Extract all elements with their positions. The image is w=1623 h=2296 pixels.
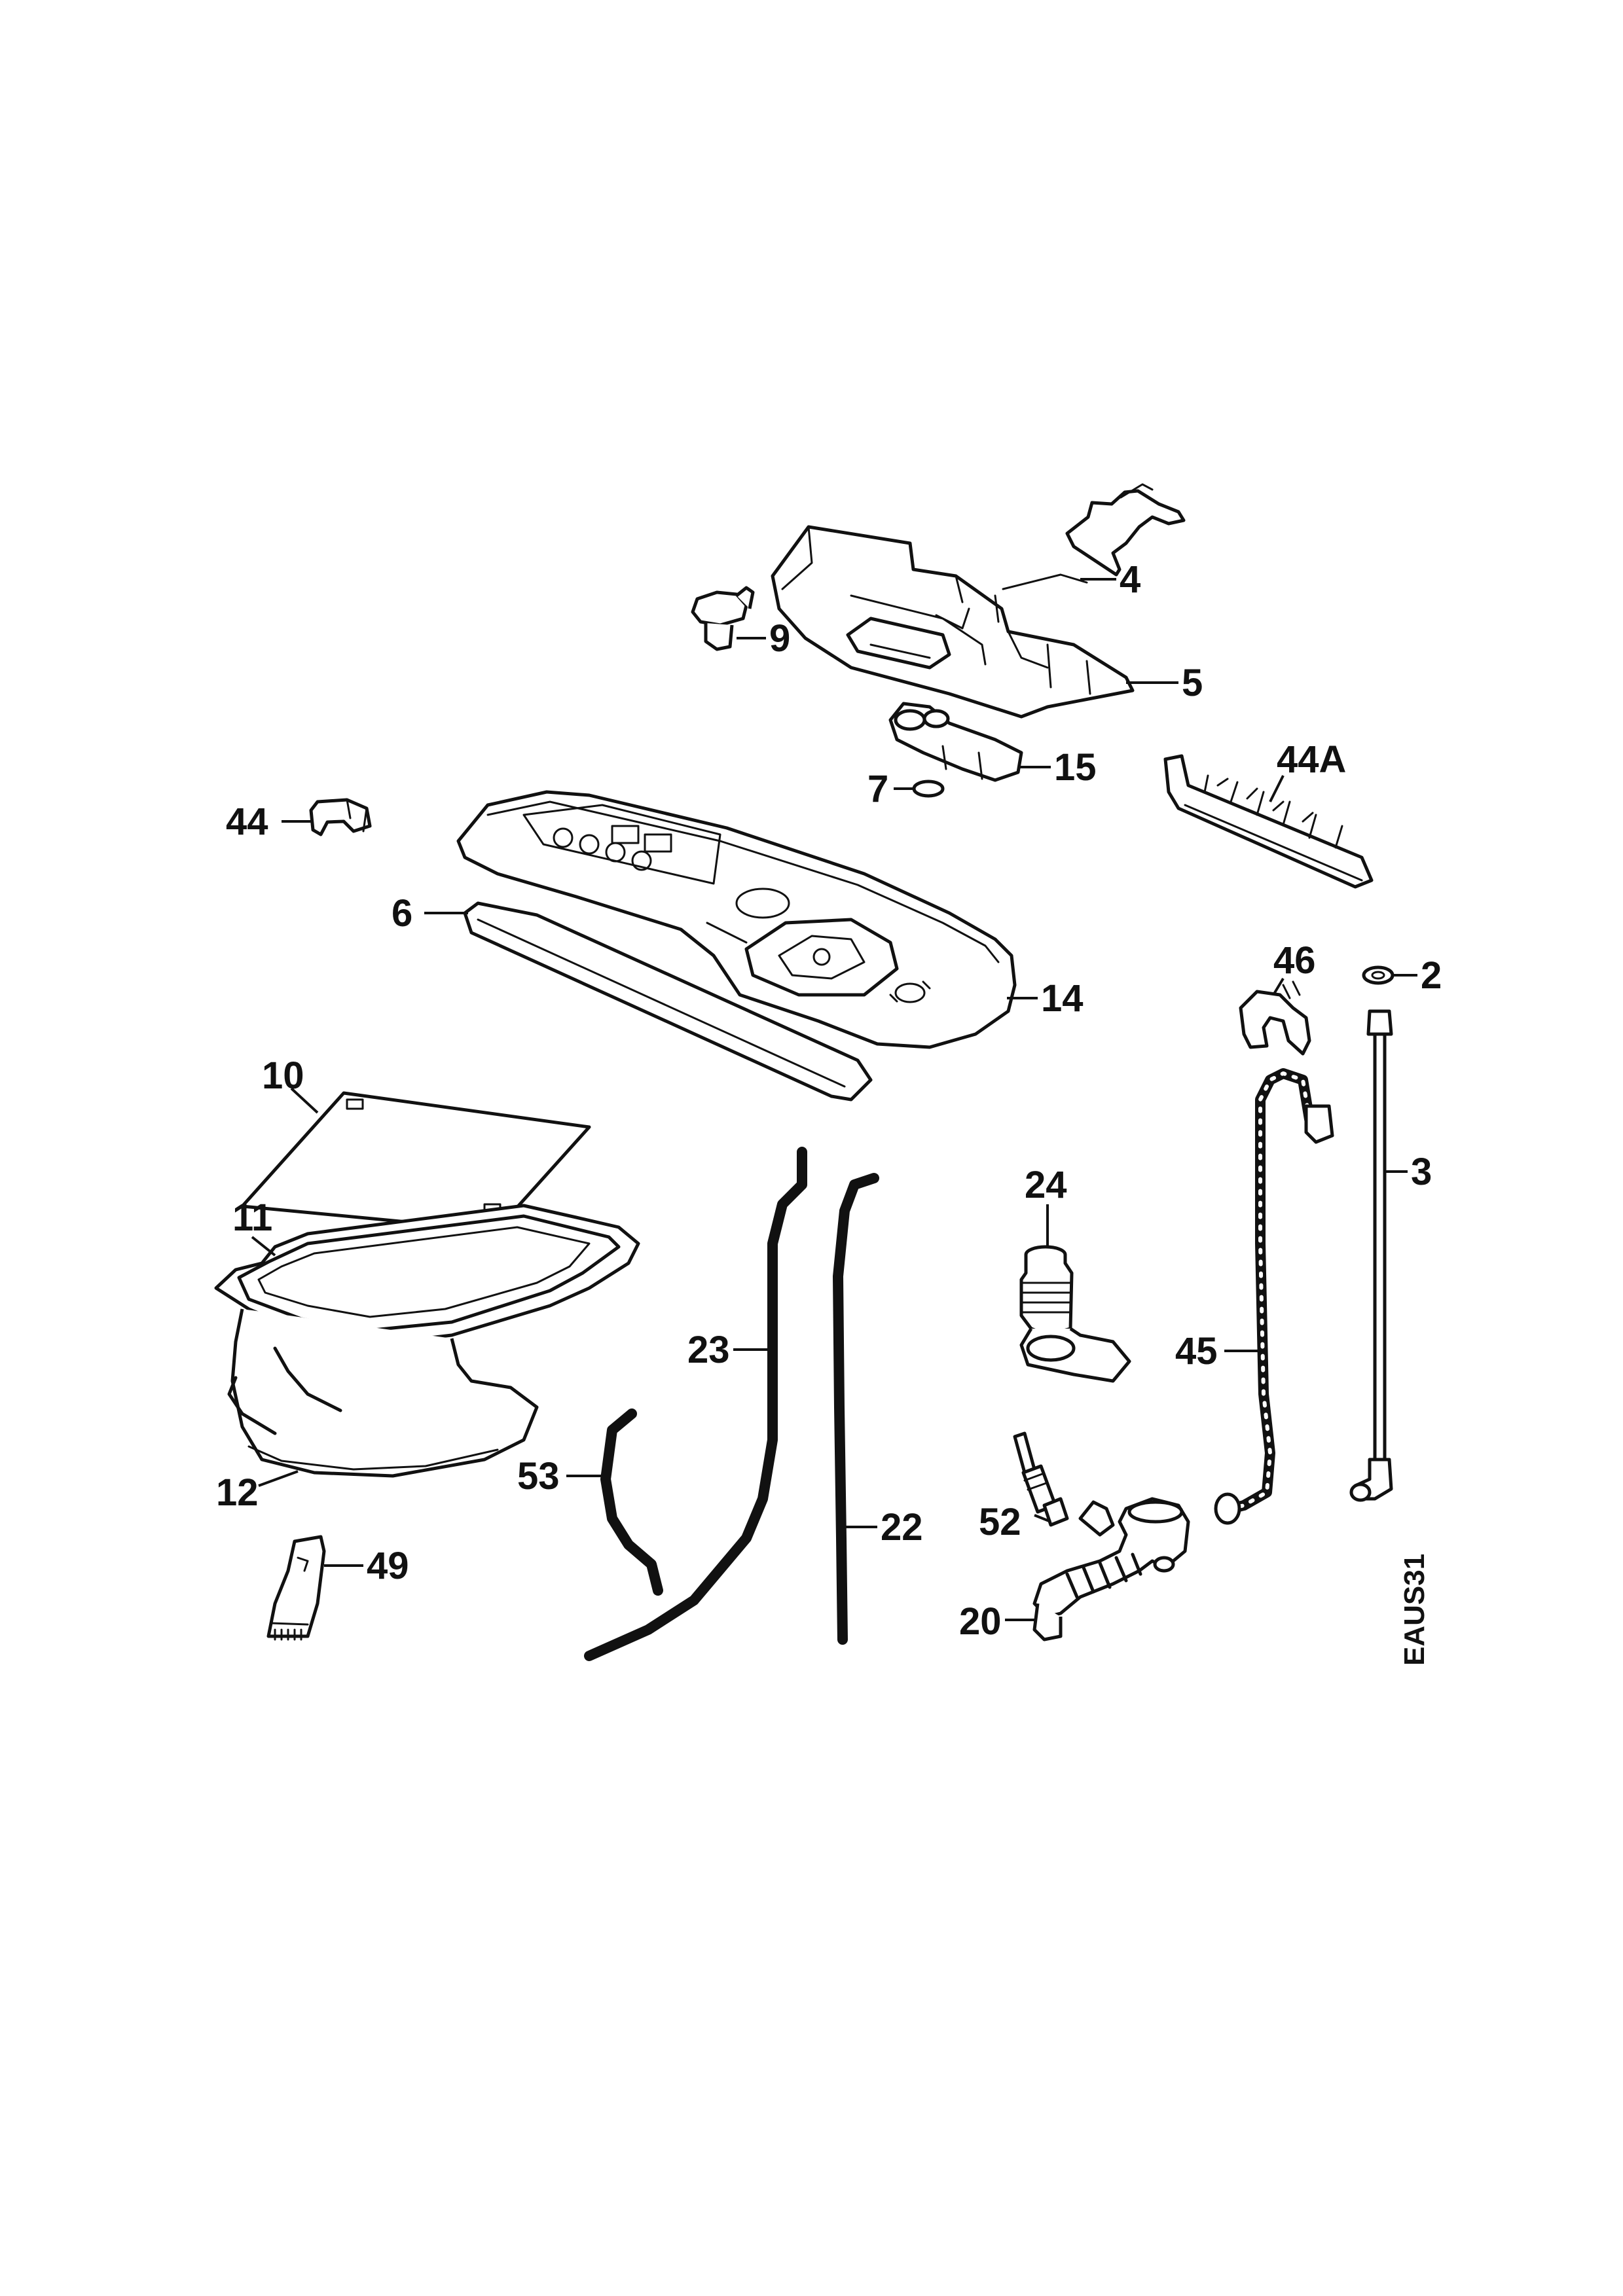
label-14: 14 (1041, 977, 1084, 1020)
label-11: 11 (232, 1196, 272, 1239)
part-44a-terminal-strip (1163, 754, 1374, 889)
part-46-hose-guide (1239, 977, 1311, 1056)
part-6-trim-strip (424, 901, 873, 1102)
label-53: 53 (517, 1455, 560, 1498)
part-labels: 2 3 4 5 6 7 9 10 11 12 14 15 20 22 23 24… (216, 558, 1442, 1643)
label-9: 9 (769, 617, 790, 660)
part-22-straight-hose (833, 1173, 879, 1645)
label-52: 52 (979, 1501, 1021, 1543)
label-46: 46 (1273, 939, 1316, 982)
label-22: 22 (881, 1506, 923, 1549)
label-3: 3 (1411, 1151, 1432, 1193)
part-44-clip (282, 798, 372, 836)
label-23: 23 (687, 1329, 730, 1371)
label-5: 5 (1182, 662, 1203, 704)
label-45: 45 (1175, 1330, 1218, 1372)
part-24-bellows-elbow (1019, 1204, 1131, 1383)
part-53-short-hose (566, 1408, 663, 1596)
part-20-sump-hose (1005, 1497, 1190, 1641)
part-12-tub-front (227, 1308, 539, 1487)
label-20: 20 (959, 1600, 1002, 1643)
label-15: 15 (1054, 746, 1097, 789)
part-15-valve-manifold (888, 702, 1051, 782)
label-12: 12 (216, 1471, 259, 1514)
part-45-drain-hose (1214, 1068, 1334, 1525)
label-10: 10 (262, 1054, 304, 1097)
part-49-brush-bracket (266, 1535, 363, 1641)
label-44a: 44A (1277, 738, 1346, 781)
part-52-connector (1013, 1431, 1069, 1527)
label-44: 44 (226, 800, 268, 843)
part-3-inlet-hose (1349, 1009, 1408, 1502)
label-24: 24 (1025, 1164, 1067, 1206)
part-5-dispenser-housing (771, 525, 1178, 719)
label-4: 4 (1120, 558, 1140, 601)
part-7-o-ring (894, 780, 945, 798)
part-14-control-panel-plate (456, 790, 1038, 1049)
part-2-washer (1362, 965, 1417, 985)
label-7: 7 (867, 768, 888, 810)
part-9-knob (691, 586, 766, 651)
label-49: 49 (367, 1545, 409, 1587)
part-4-bracket (1002, 483, 1186, 590)
diagram-code: EAUS31 (1398, 1554, 1431, 1666)
label-6: 6 (392, 892, 412, 935)
part-23-long-hose (584, 1147, 807, 1661)
label-2: 2 (1421, 954, 1442, 997)
